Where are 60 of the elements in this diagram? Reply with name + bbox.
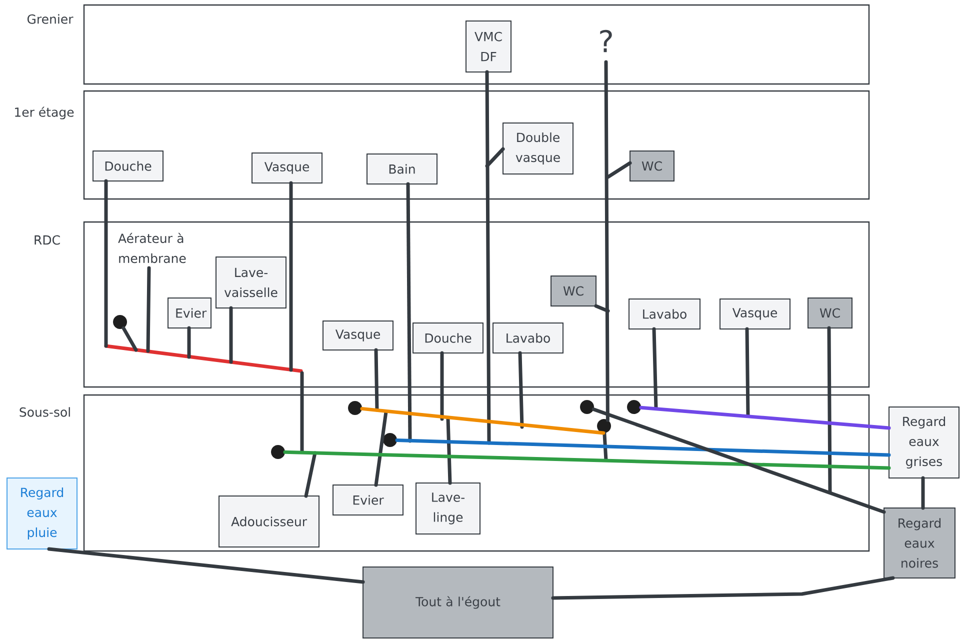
text-box: Evier [168,298,212,328]
pipe-line [602,431,608,462]
pipe-end-dot [271,445,285,459]
pipe-end-dot [383,433,397,447]
pipe-line [104,179,108,348]
text-box: Lavabo [492,322,564,354]
pipe-line [374,410,388,487]
annotation-text: Aérateur à membrane [118,232,186,264]
pipe-line [921,476,925,510]
shaded-box: Regard eaux noires [884,508,956,578]
pipe-line [289,181,293,372]
shaded-box: WC [808,298,852,328]
text-box: Regard eaux grises [888,406,960,478]
text-box: Lave-linge [416,482,480,534]
text-box: Regard eaux pluie [6,478,78,550]
floor-label: 1er étage [15,106,74,120]
pipe-line [187,326,191,359]
pipe-line [639,406,891,430]
shaded-box: WC [630,150,674,182]
pipe-end-dot [113,315,127,329]
pipe-line [606,161,632,179]
pipe-line [395,438,891,457]
text-box: Douche [412,322,484,354]
pipe-line [122,326,138,352]
text-box: Double vasque [502,122,574,174]
text-box: VMC DF [466,20,512,72]
text-box: Vasque [322,320,394,350]
text-box: Bain [366,154,438,184]
pipe-line [446,417,452,485]
pipe-line [283,450,891,470]
text-box: Douche [92,150,164,182]
text-box: Lavabo [628,298,700,330]
pipe-line [594,304,610,313]
text-box: Vasque [720,298,790,330]
pipe-line [360,406,606,435]
pipe-line [146,266,151,353]
floor-label: Grenier [27,14,74,24]
pipe-end-dot [348,401,362,415]
floor-label: RDC [34,235,60,245]
pipe-end-dot [627,400,641,414]
pipe-end-dot [580,400,594,414]
text-box: Vasque [252,152,322,184]
pipe-line [592,408,886,514]
pipe-line [827,326,832,494]
pipe-line [485,147,505,168]
shaded-box: WC [550,276,596,306]
pipe-end-dot [597,419,611,433]
floor-label: Sous-sol [20,407,70,417]
pipe-line [518,351,524,429]
pipe-line [440,351,444,421]
pipe-line [604,60,610,422]
question-mark: ? [600,30,612,52]
pipe-line [652,327,658,410]
shaded-box: Tout à l'égout [362,566,554,638]
text-box: Lave-vaisselle [216,256,286,308]
pipe-line [229,306,233,364]
pipe-line [551,576,895,600]
pipe-line [47,547,365,584]
text-box: Evier [332,484,404,516]
text-box: Adoucisseur [218,496,320,548]
